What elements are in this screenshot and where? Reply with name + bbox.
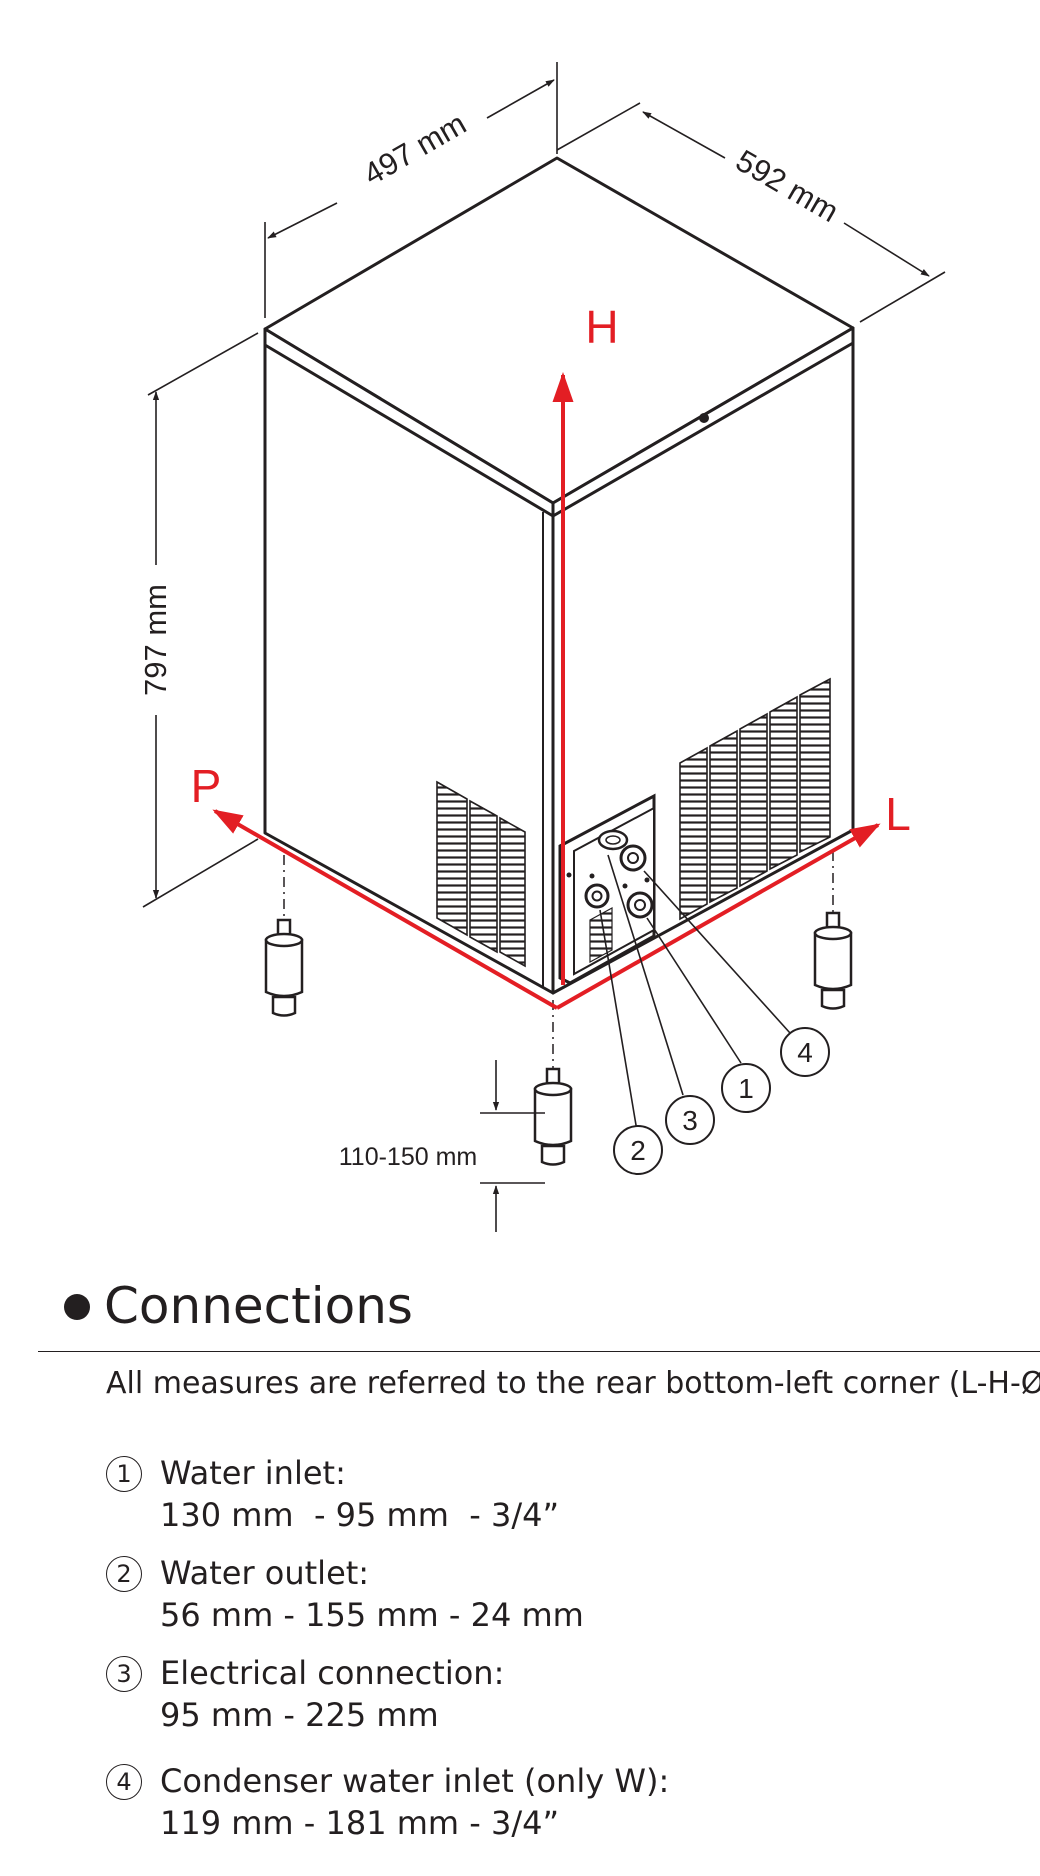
axis-p-label: P — [191, 760, 222, 812]
right-louvers — [679, 677, 831, 921]
dimension-width — [264, 62, 558, 318]
connection-item-condenser-water-inlet: 4 Condenser water inlet (only W): 119 mm… — [104, 1760, 1024, 1860]
connection-panel — [558, 793, 656, 985]
section-title: Connections — [104, 1277, 413, 1335]
connection-label: Electrical connection: — [160, 1654, 505, 1692]
callout-3-label: 3 — [682, 1105, 698, 1136]
section-divider — [38, 1351, 1040, 1352]
connection-item-water-outlet: 2 Water outlet: 56 mm - 155 mm - 24 mm — [104, 1552, 1024, 1652]
connection-label: Water inlet: — [160, 1454, 346, 1492]
dimension-feet-label: 110-150 mm — [339, 1143, 478, 1171]
dimension-depth-label: 592 mm — [730, 143, 844, 229]
connection-values: 119 mm - 181 mm - 3/4” — [160, 1804, 560, 1842]
connection-item-water-inlet: 1 Water inlet: 130 mm - 95 mm - 3/4” — [104, 1452, 1024, 1552]
left-louvers — [436, 780, 526, 968]
measurement-note: All measures are referred to the rear bo… — [106, 1366, 1040, 1401]
connection-values: 56 mm - 155 mm - 24 mm — [160, 1596, 584, 1634]
callout-1-label: 1 — [738, 1073, 754, 1104]
ice-machine-dimension-diagram: 497 mm 592 mm 797 mm 110-150 mm H P L 1 — [138, 62, 946, 1232]
axis-l-label: L — [885, 788, 911, 840]
callout-circle: 1 — [721, 1063, 771, 1113]
callout-number-icon: 4 — [106, 1764, 142, 1800]
callout-2-label: 2 — [630, 1135, 646, 1166]
callout-number-icon: 2 — [106, 1556, 142, 1592]
connections-section-header: Connections — [38, 1268, 1038, 1344]
connection-item-electrical: 3 Electrical connection: 95 mm - 225 mm — [104, 1652, 1024, 1760]
adjustable-foot-icon — [533, 1067, 573, 1166]
dimension-width-label: 497 mm — [358, 106, 472, 192]
axis-h-label: H — [585, 301, 618, 353]
connections-list: 1 Water inlet: 130 mm - 95 mm - 3/4” 2 W… — [104, 1452, 1024, 1860]
callout-leaders — [599, 854, 791, 1138]
dimension-height — [142, 332, 259, 908]
bullet-icon — [64, 1294, 90, 1320]
callout-circle: 4 — [780, 1027, 830, 1077]
dimension-feet — [480, 1060, 545, 1232]
top-edge-left — [264, 343, 554, 518]
axis-p-line — [212, 809, 558, 1010]
connection-label: Condenser water inlet (only W): — [160, 1762, 670, 1800]
callout-number-icon: 1 — [106, 1456, 142, 1492]
callout-circle: 2 — [613, 1125, 663, 1175]
top-edge-right — [552, 341, 854, 518]
adjustable-foot-icon — [264, 918, 304, 1017]
connection-label: Water outlet: — [160, 1554, 370, 1592]
connection-values: 95 mm - 225 mm — [160, 1696, 439, 1734]
callout-number-icon: 3 — [106, 1656, 142, 1692]
foot-axis-lines — [283, 851, 834, 1075]
adjustable-foot-icon — [813, 911, 853, 1010]
callout-4-label: 4 — [797, 1037, 813, 1068]
dimension-depth — [556, 102, 946, 323]
connection-values: 130 mm - 95 mm - 3/4” — [160, 1496, 560, 1534]
callout-circle: 3 — [665, 1095, 715, 1145]
top-screw — [699, 413, 709, 423]
dimension-height-label: 797 mm — [138, 584, 173, 696]
